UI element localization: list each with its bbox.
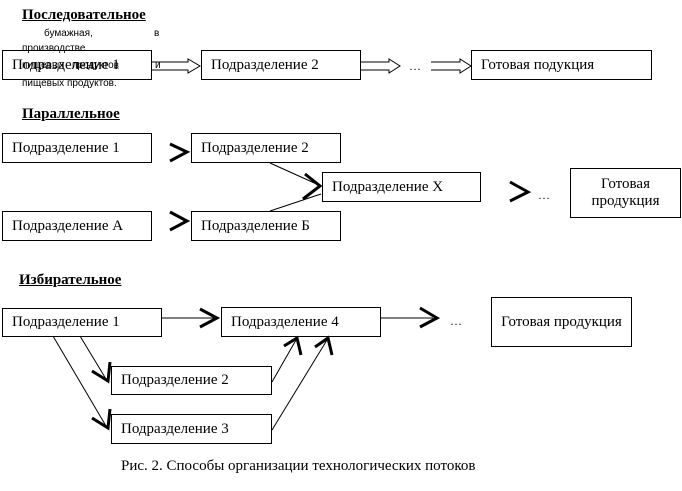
par-dept-1: Подразделение 1 bbox=[2, 133, 152, 163]
sel-dept-1: Подразделение 1 bbox=[2, 308, 162, 337]
sel-arrow-1-to-4 bbox=[199, 307, 221, 329]
sel-product: Готовая продукция bbox=[491, 297, 632, 347]
sel-arrow-4-to-dots bbox=[419, 306, 441, 329]
note-fragment: пищевых продуктов. bbox=[22, 78, 117, 89]
seq-dept-2: Подразделение 2 bbox=[201, 50, 361, 80]
note-fragment: в bbox=[154, 28, 160, 39]
sel-line-1-to-3 bbox=[52, 335, 107, 427]
par-dept-a: Подразделение А bbox=[2, 211, 152, 241]
seq-ellipsis: … bbox=[409, 59, 421, 73]
sel-line-2-to-4 bbox=[271, 339, 297, 383]
seq-dept-1: Подразделение 1 bbox=[2, 50, 152, 80]
note-fragment: производстве bbox=[22, 43, 86, 54]
sel-line-1-to-2 bbox=[79, 335, 107, 380]
par-arrow-X-to-dots bbox=[509, 180, 532, 203]
sel-arrow-3-to-4 bbox=[314, 335, 334, 356]
sel-dept-2: Подразделение 2 bbox=[111, 366, 272, 395]
par-product: Готовая продукция bbox=[570, 168, 681, 218]
sel-ellipsis: … bbox=[450, 314, 462, 328]
note-fragment: продуктов bbox=[72, 60, 119, 71]
seq-arrow-dots-to-product bbox=[431, 58, 472, 74]
par-dept-2: Подразделение 2 bbox=[191, 133, 341, 163]
section-heading-parallel: Параллельное bbox=[22, 106, 120, 122]
figure-caption: Рис. 2. Способы организации технологичес… bbox=[121, 458, 476, 474]
seq-arrow-1-to-2 bbox=[152, 58, 201, 74]
note-fragment: и bbox=[155, 60, 161, 71]
sel-arrow-2-to-4 bbox=[283, 335, 303, 356]
par-dept-b: Подразделение Б bbox=[191, 211, 341, 241]
par-line-2-to-X bbox=[269, 162, 322, 187]
section-heading-selective: Избирательное bbox=[19, 272, 122, 288]
par-arrow-into-X bbox=[302, 172, 323, 201]
note-fragment: бумажная, bbox=[44, 28, 93, 39]
sel-arrow-1-to-3 bbox=[91, 408, 112, 431]
par-arrow-1-to-2 bbox=[169, 142, 191, 163]
sel-line-3-to-4 bbox=[271, 339, 328, 431]
section-heading-sequential: Последовательное bbox=[22, 7, 146, 23]
seq-arrow-2-to-dots bbox=[361, 58, 401, 74]
par-ellipsis: … bbox=[538, 188, 550, 202]
par-line-B-to-X bbox=[269, 193, 322, 212]
par-arrow-A-to-B bbox=[169, 210, 191, 232]
note-fragment: пищевых bbox=[22, 60, 65, 71]
seq-product: Готовая подукция bbox=[471, 50, 652, 80]
par-dept-x: Подразделение Х bbox=[322, 172, 481, 202]
sel-arrow-1-to-2 bbox=[91, 361, 112, 384]
sel-dept-3: Подразделение 3 bbox=[111, 414, 272, 444]
sel-dept-4: Подразделение 4 bbox=[221, 307, 381, 337]
